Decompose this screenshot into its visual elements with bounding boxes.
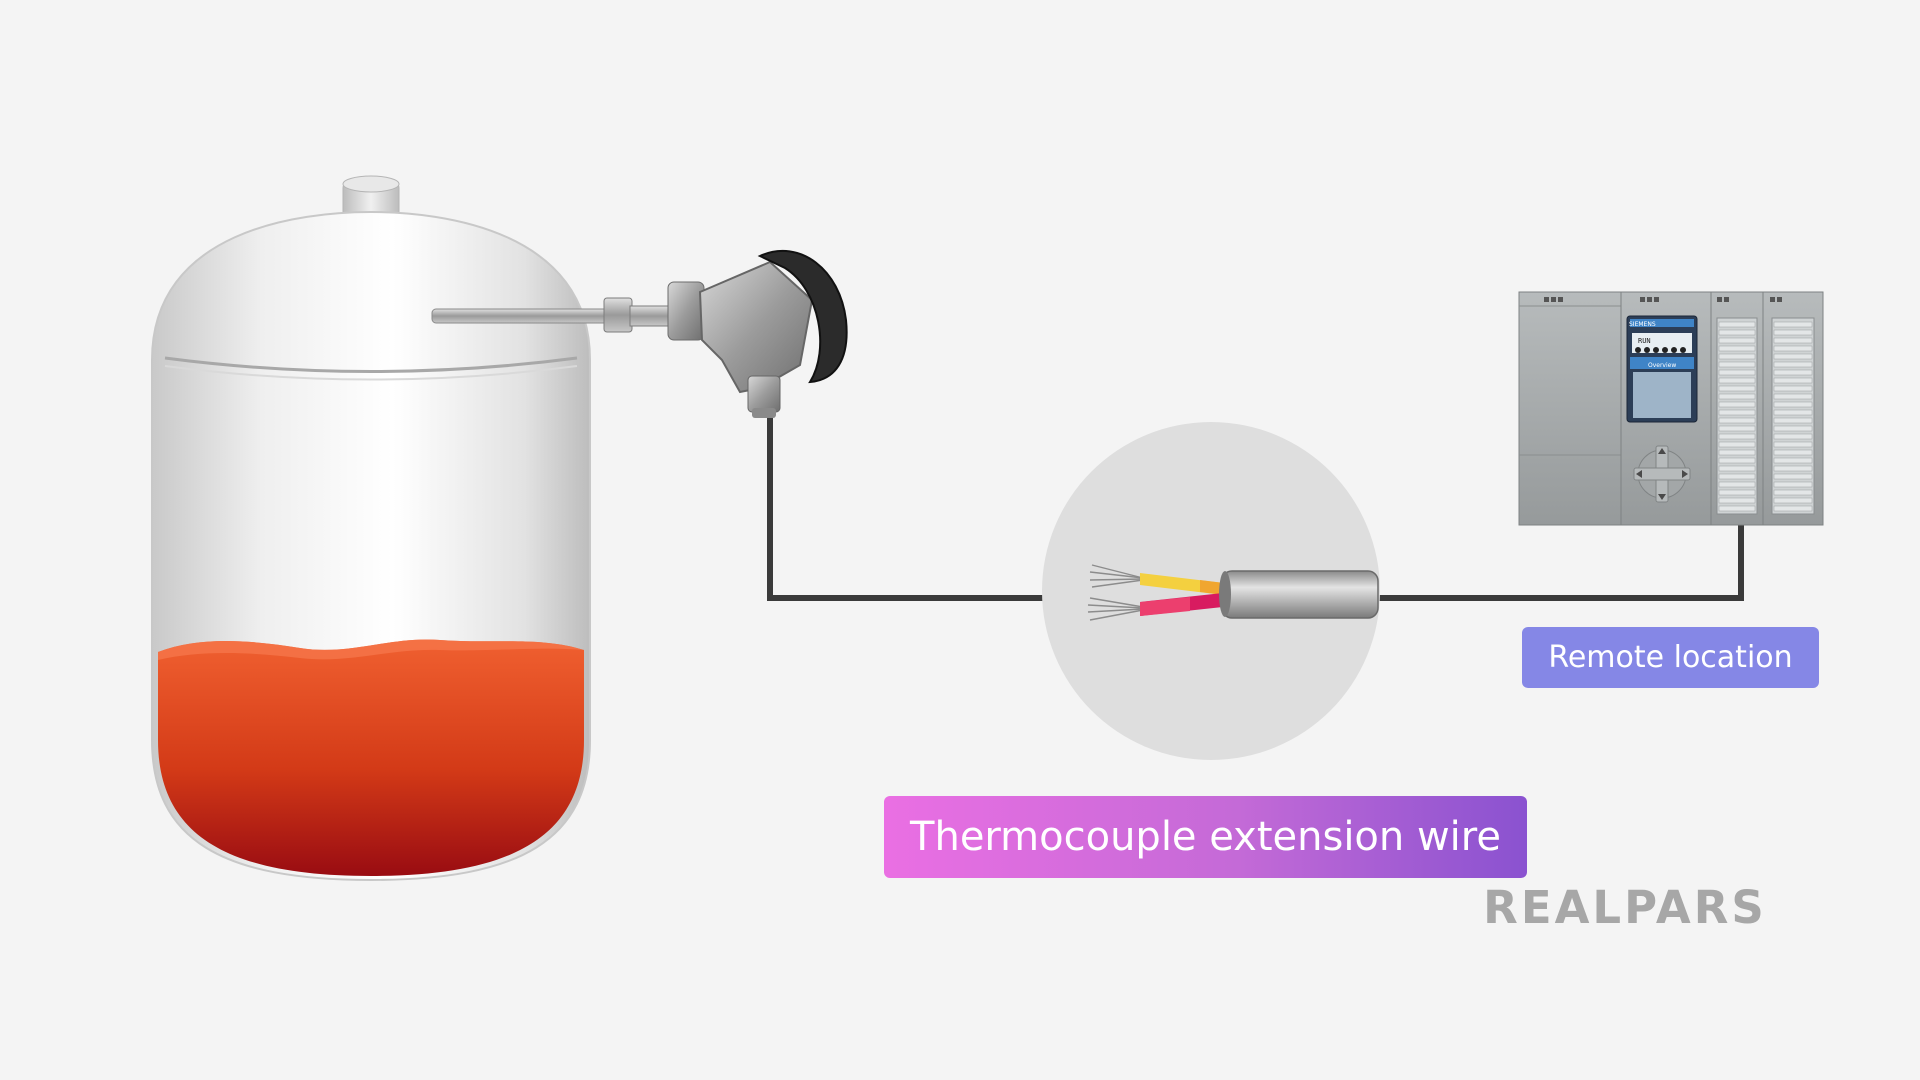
- probe-rod: [431, 308, 613, 324]
- plc-rack: [1518, 291, 1824, 526]
- plc-brand-text: SIEMENS: [1629, 321, 1656, 328]
- realpars-logo: REALPARS: [1483, 880, 1767, 934]
- tank-liquid: [158, 639, 584, 876]
- cable-jacket: [1221, 570, 1379, 619]
- connection-head-cap: [757, 250, 848, 384]
- tank: [151, 175, 591, 882]
- plc-screen-label: Overview: [1648, 362, 1677, 369]
- plc-power-module: [1518, 291, 1622, 526]
- connection-head: [698, 260, 814, 394]
- remote-location-label: Remote location: [1522, 627, 1819, 688]
- plc-io-terminals: [1718, 321, 1813, 512]
- plc-nav-pad: [1633, 445, 1691, 503]
- cable-gland: [747, 375, 781, 413]
- wire-detail-magnifier: [1042, 422, 1380, 760]
- compression-fitting: [603, 297, 633, 333]
- thermocouple-assembly: [431, 250, 848, 418]
- extension-wire: [767, 418, 1744, 601]
- exposed-strands: [1087, 564, 1144, 621]
- plc-status-text: RUN: [1638, 337, 1651, 345]
- extension-wire-label: Thermocouple extension wire: [884, 796, 1527, 878]
